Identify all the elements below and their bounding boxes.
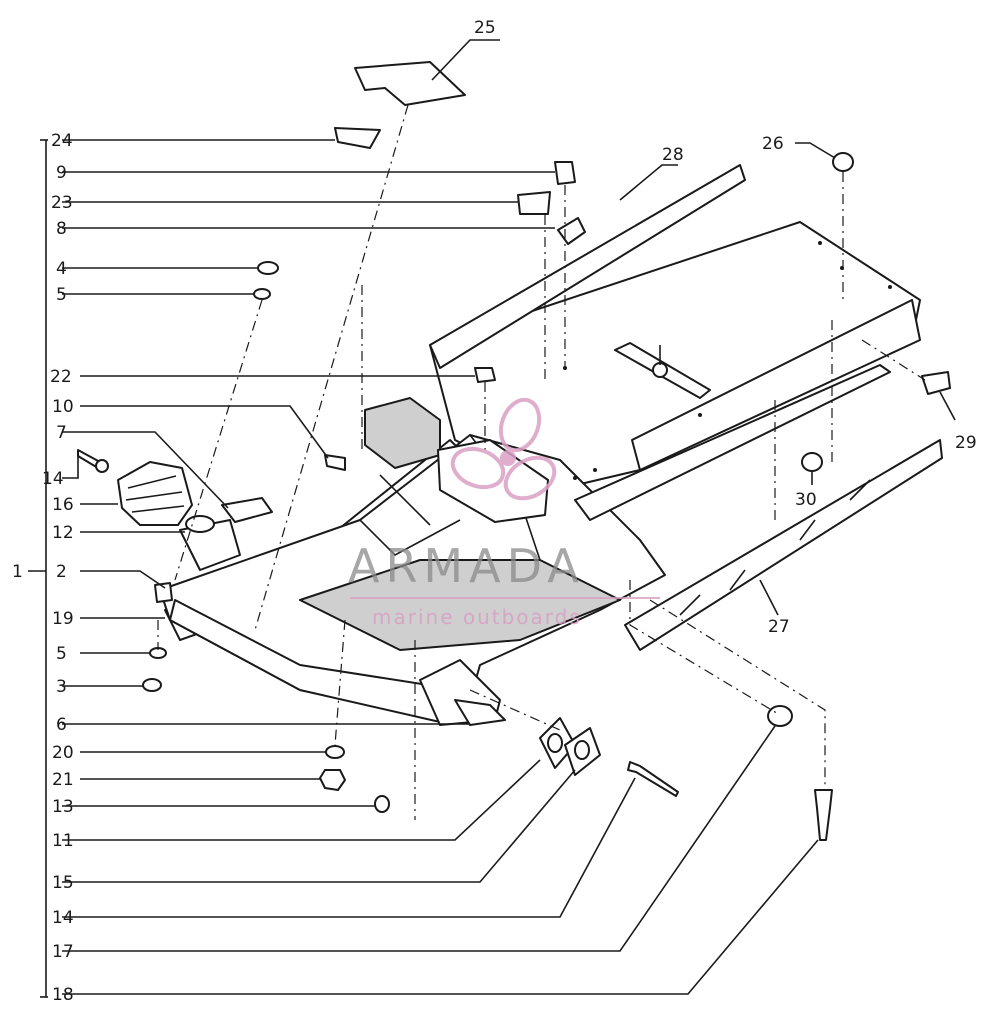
main-frame-part <box>159 221 921 726</box>
callout-26: 26 <box>762 134 784 154</box>
callout-20: 20 <box>52 743 74 763</box>
callout-12: 12 <box>52 523 74 543</box>
callout-5-bottom: 5 <box>56 644 67 664</box>
left-bracket <box>28 139 48 998</box>
leader-lines <box>62 39 956 995</box>
callout-29: 29 <box>955 433 977 453</box>
callout-14-right: 14 <box>52 908 74 928</box>
loose-parts <box>77 61 951 841</box>
callout-10: 10 <box>52 397 74 417</box>
callout-27: 27 <box>768 617 790 637</box>
watermark-tagline: marine outboards <box>372 605 582 629</box>
callout-22: 22 <box>50 367 72 387</box>
strip-28-part <box>429 164 746 369</box>
callout-1: 1 <box>12 562 23 582</box>
callout-25: 25 <box>474 18 496 38</box>
callout-15: 15 <box>52 873 74 893</box>
callout-6: 6 <box>56 715 67 735</box>
callout-24: 24 <box>51 131 73 151</box>
callout-17: 17 <box>52 942 74 962</box>
callout-4: 4 <box>56 259 67 279</box>
callout-2: 2 <box>56 562 67 582</box>
callout-labels: 25 24 9 23 8 28 26 4 5 22 10 7 14 16 12 … <box>12 18 977 1005</box>
callout-11: 11 <box>52 831 74 851</box>
callout-7: 7 <box>56 423 67 443</box>
callout-13: 13 <box>52 797 74 817</box>
callout-30: 30 <box>795 490 817 510</box>
callout-21: 21 <box>52 770 74 790</box>
callout-8: 8 <box>56 219 67 239</box>
propeller-logo-icon <box>450 397 557 501</box>
callout-5-top: 5 <box>56 285 67 305</box>
callout-18: 18 <box>52 985 74 1005</box>
assembly-lines <box>157 104 926 820</box>
callout-3: 3 <box>56 677 67 697</box>
callout-14-left: 14 <box>42 469 64 489</box>
watermark-brand: ARMADA <box>348 539 585 593</box>
callout-16: 16 <box>52 495 74 515</box>
callout-9: 9 <box>56 163 67 183</box>
strip-27-part <box>624 439 943 651</box>
callout-19: 19 <box>52 609 74 629</box>
watermark: ARMADA marine outboards <box>348 397 660 629</box>
callout-28: 28 <box>662 145 684 165</box>
callout-23: 23 <box>51 193 73 213</box>
